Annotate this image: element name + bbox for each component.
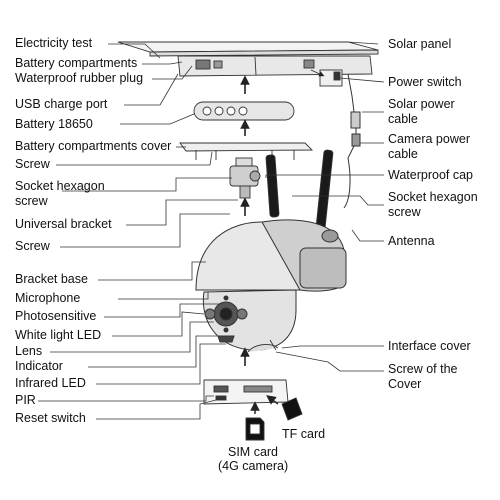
- label-camera-power-cable-line2: cable: [388, 147, 418, 161]
- label-screw-top: Screw: [15, 157, 51, 171]
- label-screw-of-the-cover-line1: Screw of the: [388, 362, 458, 376]
- label-sim-card-line2: (4G camera): [218, 459, 288, 473]
- label-screw-lower: Screw: [15, 239, 51, 253]
- antennas-graphic: [265, 149, 334, 231]
- label-bracket-base: Bracket base: [15, 272, 88, 286]
- label-microphone: Microphone: [15, 291, 80, 305]
- power-cables-graphic: [343, 73, 361, 209]
- sim-card-graphic: [245, 401, 265, 441]
- label-sim-card-line1: SIM card: [228, 445, 278, 459]
- label-socket-hexagon-screw-left-line1: Socket hexagon: [15, 179, 105, 193]
- power-switch-graphic: [310, 69, 343, 87]
- label-solar-power-cable-line2: cable: [388, 112, 418, 126]
- label-pir: PIR: [15, 393, 36, 407]
- label-screw-of-the-cover-line2: Cover: [388, 377, 421, 391]
- battery-cover-graphic: [179, 142, 314, 160]
- label-battery-compartments-cover: Battery compartments cover: [15, 139, 171, 153]
- label-socket-hexagon-screw-left-line2: screw: [15, 194, 49, 208]
- interface-slots-graphic: [203, 379, 289, 405]
- label-interface-cover: Interface cover: [388, 339, 471, 353]
- universal-bracket-graphic: [229, 157, 261, 199]
- label-antenna: Antenna: [388, 234, 435, 248]
- leader-lines: [38, 41, 385, 420]
- label-white-light-led: White light LED: [15, 328, 101, 342]
- label-solar-panel: Solar panel: [388, 37, 451, 51]
- camera-body-graphic: [202, 289, 297, 351]
- camera-head-graphic: [195, 219, 347, 292]
- label-electricity-test: Electricity test: [15, 36, 93, 50]
- battery-box-graphic: [177, 55, 373, 77]
- label-infrared-led: Infrared LED: [15, 376, 86, 390]
- label-waterproof-cap: Waterproof cap: [388, 168, 473, 182]
- label-reset-switch: Reset switch: [15, 411, 86, 425]
- label-battery-18650: Battery 18650: [15, 117, 93, 131]
- label-waterproof-rubber-plug: Waterproof rubber plug: [15, 71, 143, 85]
- label-photosensitive: Photosensitive: [15, 309, 96, 323]
- label-socket-hexagon-screw-right-line2: screw: [388, 205, 422, 219]
- label-socket-hexagon-screw-right-line1: Socket hexagon: [388, 190, 478, 204]
- label-camera-power-cable-line1: Camera power: [388, 132, 470, 146]
- label-power-switch: Power switch: [388, 75, 462, 89]
- label-lens: Lens: [15, 344, 42, 358]
- tf-card-graphic: [266, 395, 303, 421]
- label-tf-card: TF card: [282, 427, 325, 441]
- label-universal-bracket: Universal bracket: [15, 217, 112, 231]
- label-battery-compartments: Battery compartments: [15, 56, 137, 70]
- solar-panel-graphic: [117, 41, 379, 57]
- batteries-graphic: [193, 101, 295, 121]
- label-usb-charge-port: USB charge port: [15, 97, 108, 111]
- label-indicator: Indicator: [15, 359, 63, 373]
- label-solar-power-cable-line1: Solar power: [388, 97, 455, 111]
